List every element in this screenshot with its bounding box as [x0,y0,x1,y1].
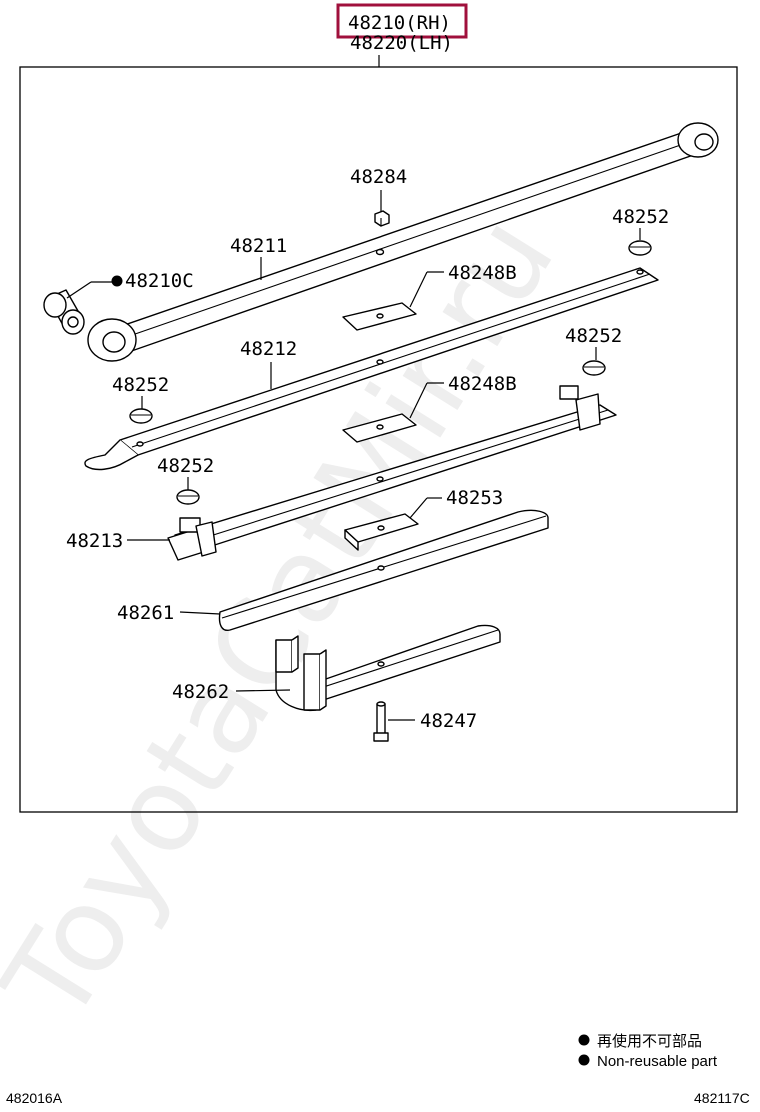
callout-48210c[interactable]: 48210C [125,270,194,292]
center-bolt [373,701,389,742]
part-number-lh[interactable]: 48220(LH) [350,32,453,54]
callout-48212[interactable]: 48212 [240,338,297,360]
legend-english: Non-reusable part [597,1053,718,1070]
leader-lines [66,190,641,721]
callout-48252-lower[interactable]: 48252 [157,455,214,477]
part-number-highlight-box [336,3,468,39]
spacer-lower [344,513,419,551]
main-leaf [87,122,719,362]
fourth-leaf [218,509,549,632]
clip-top-right [628,240,652,256]
third-leaf [167,385,617,561]
diagram-frame [19,66,738,813]
center-nut [374,210,390,227]
callout-48284[interactable]: 48284 [350,166,407,188]
callout-48252-top[interactable]: 48252 [612,206,669,228]
fifth-leaf [275,624,501,712]
callout-48252-mid[interactable]: 48252 [565,325,622,347]
callout-48261[interactable]: 48261 [117,602,174,624]
callout-48248b-upper[interactable]: 48248B [448,262,517,284]
callout-48213[interactable]: 48213 [66,530,123,552]
callout-48248b-middle[interactable]: 48248B [448,373,517,395]
callout-48247[interactable]: 48247 [420,710,477,732]
non-reusable-dot [111,275,123,287]
legend-dot-en [578,1054,590,1066]
footer-right-code: 482117C [694,1090,750,1106]
callout-48211[interactable]: 48211 [230,235,287,257]
callout-48252-left[interactable]: 48252 [112,374,169,396]
clip-lower-left [176,489,200,505]
second-leaf [84,267,659,471]
bushing [43,289,85,335]
callout-48253[interactable]: 48253 [446,487,503,509]
part-number-rh[interactable]: 48210(RH) [348,12,451,34]
legend-japanese: 再使用不可部品 [597,1033,702,1050]
footer-left-code: 482016A [6,1090,63,1106]
legend-dot-ja [578,1034,590,1046]
callout-48262[interactable]: 48262 [172,681,229,703]
clip-mid-right [582,360,606,376]
clip-left [129,408,153,424]
